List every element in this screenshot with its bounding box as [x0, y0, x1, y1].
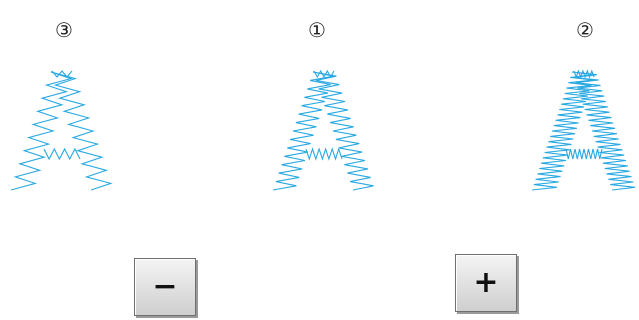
minus-icon: −	[152, 272, 177, 302]
stitch-line	[532, 72, 595, 190]
letter-a-stitch-icon	[266, 70, 382, 194]
stitch-preview-low-density	[4, 70, 120, 194]
letter-a-stitch-icon	[526, 70, 639, 194]
stitch-preview-high-density	[526, 70, 639, 194]
stitch-lines	[273, 71, 374, 190]
increase-density-button[interactable]: +	[455, 254, 517, 312]
stitch-line	[44, 149, 80, 159]
plus-icon: +	[473, 268, 498, 298]
marker-2: ②	[573, 18, 597, 42]
letter-a-stitch-icon	[4, 70, 120, 194]
stitch-line	[313, 72, 374, 190]
stitch-preview-medium-density	[266, 70, 382, 194]
decrease-density-button[interactable]: −	[134, 258, 196, 316]
stitch-line	[306, 149, 342, 159]
marker-1: ①	[305, 18, 329, 42]
stitch-line	[11, 72, 71, 190]
marker-3: ③	[52, 18, 76, 42]
stitch-lines	[532, 71, 635, 190]
stitch-lines	[11, 71, 111, 190]
stitch-line	[566, 149, 602, 159]
